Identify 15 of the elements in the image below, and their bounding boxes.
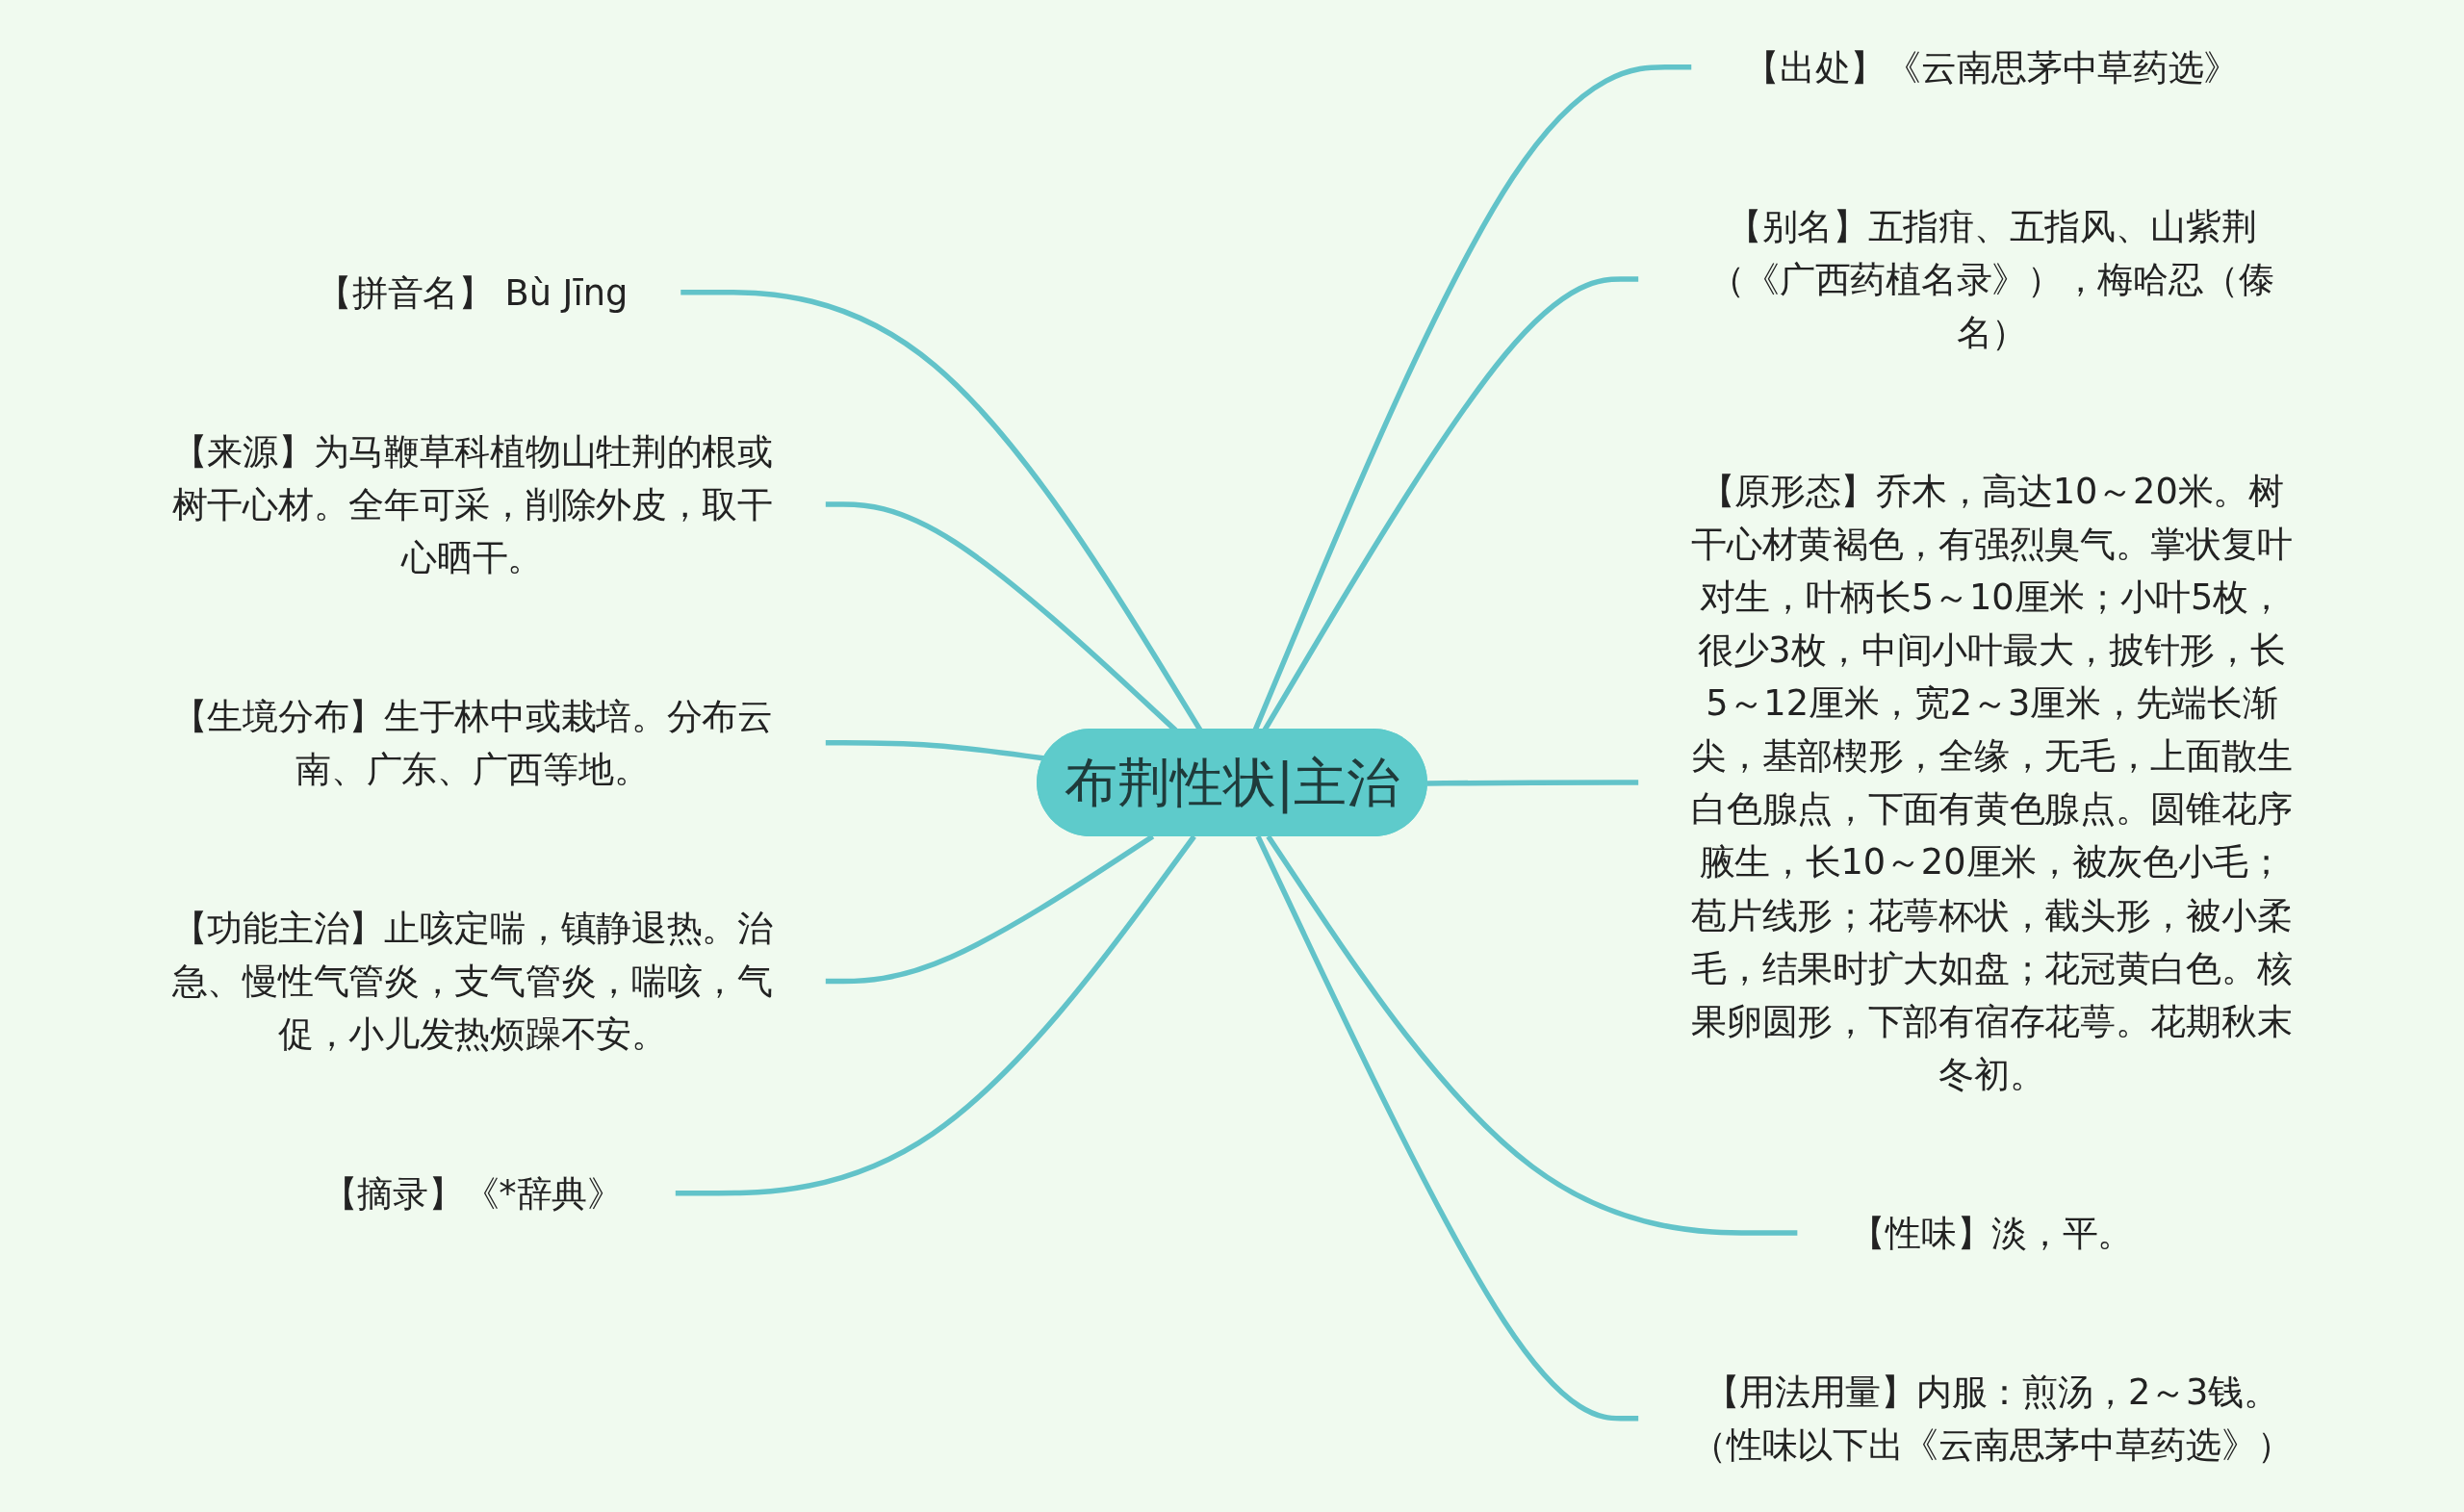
node-text: 【别名】五指疳、五指风、山紫荆（《广西药植名录》），梅哈忍（傣名）: [1708, 204, 2274, 354]
node-text: 【原形态】乔木，高达10～20米。树干心材黄褐色，有强烈臭气。掌状复叶对生，叶柄长5～10厘米；小叶5枚，很少3枚，中间小叶最大，披针形，长5～12厘米，宽2～3厘米，先端长渐尖，基部楔形，全缘，无毛，上面散生白色腺点，下面有黄色腺点。圆锥花序腋生，长10～20厘米，被灰色小毛；苞片线形；花萼杯状，截头形，被小柔毛，结果时扩大如盘；花冠黄白色。核果卵圆形，下部有宿存花萼。花期秋末冬初。: [1691, 470, 2293, 1095]
connector: [1255, 834, 1639, 1422]
connector: [675, 834, 1196, 1196]
node-text: 【来源】为马鞭草科植物山牡荆的根或树干心材。全年可采，削除外皮，取干心晒干。: [171, 429, 773, 579]
node-text: 【出处】《云南思茅中草药选》: [1744, 45, 2240, 89]
connector: [1266, 834, 1798, 1236]
node-text: 【生境分布】生于林中或栽培。分布云南、广东、广西等地。: [171, 695, 773, 791]
node-text: 【性味】淡，平。: [1850, 1212, 2134, 1255]
node-text: 【摘录】《*辞典》: [321, 1171, 623, 1215]
node-text: 【用法用量】内服：煎汤，2～3钱。（性味以下出《云南思茅中草药选》）: [1691, 1371, 2293, 1467]
node-text: 【功能主治】止咳定喘，镇静退热。治急、慢性气管炎，支气管炎，喘咳，气促，小儿发热烦躁不安。: [171, 907, 773, 1056]
connector: [1426, 780, 1639, 786]
connector: [825, 740, 1045, 761]
node-text: 【拼音名】 Bù Jīng: [317, 270, 629, 314]
